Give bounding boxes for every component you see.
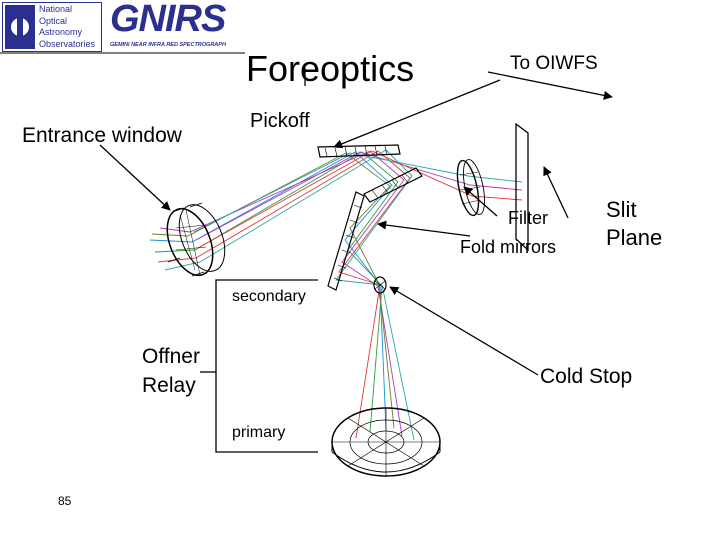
entrance-window-lens <box>166 202 226 277</box>
label-primary: primary <box>232 424 286 441</box>
arrow-fold-mirrors <box>377 220 471 237</box>
secondary-mirror <box>373 276 387 294</box>
arrow-to-oiwfs-start <box>333 79 501 149</box>
label-offner-relay: Offner Relay <box>142 345 200 397</box>
slit-plane-element <box>515 122 529 252</box>
label-cold-stop: Cold Stop <box>540 365 633 388</box>
label-secondary: secondary <box>232 288 306 305</box>
ray-path-upper <box>193 152 523 233</box>
arrow-cold-stop <box>389 286 539 376</box>
noao-logo-icon <box>5 5 35 49</box>
ray-path-upper <box>197 150 523 249</box>
label-entrance-window: Entrance window <box>22 124 182 147</box>
label-to-oiwfs: To OIWFS <box>510 53 598 74</box>
noao-organization-name: National Optical Astronomy Observatories <box>39 4 96 49</box>
gnirs-subtitle: GEMINI NEAR INFRA RED SPECTROGRAPH <box>110 42 226 48</box>
arrow-filter <box>463 186 498 217</box>
primary-mirror <box>331 407 441 477</box>
fold-mirror-lower <box>327 191 365 291</box>
label-pickoff: Pickoff <box>250 110 310 132</box>
arrow-entrance-window <box>99 144 171 211</box>
offner-relay-bracket <box>215 279 318 453</box>
noao-logo-box: National Optical Astronomy Observatories <box>2 2 102 52</box>
ray-path <box>159 150 405 437</box>
filter-element <box>456 159 486 217</box>
pickoff-mirror <box>317 144 401 158</box>
arrow-to-oiwfs-end <box>487 71 613 100</box>
fold-mirror-upper <box>363 167 423 203</box>
gnirs-title: GNIRS <box>110 0 226 40</box>
label-slit-plane: Slit Plane <box>606 197 663 250</box>
label-filter: Filter <box>508 208 548 228</box>
arrow-slit-plane <box>543 166 569 219</box>
ray-path <box>164 149 415 441</box>
page-number: 85 <box>58 494 72 508</box>
noao-gnirs-logo: National Optical Astronomy Observatories… <box>2 0 230 54</box>
label-foreoptics: Foreoptics <box>246 48 415 89</box>
label-fold-mirrors: Fold mirrors <box>460 237 557 257</box>
leader-lines <box>99 68 613 453</box>
